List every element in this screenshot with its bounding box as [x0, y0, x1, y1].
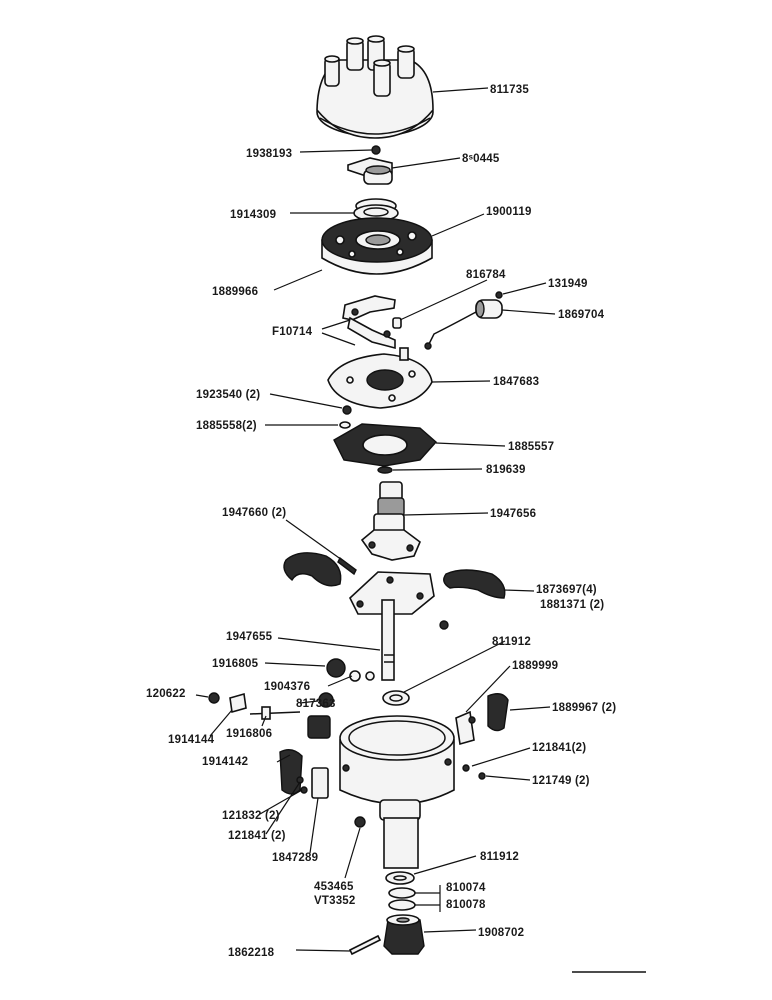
label-1869704: 1869704 — [558, 309, 605, 321]
label-1938193: 1938193 — [246, 148, 292, 160]
label-1947660: 1947660 (2) — [222, 507, 286, 519]
label-811735: 811735 — [490, 84, 529, 96]
washer-811912-upper — [382, 690, 410, 706]
label-VT3352: VT3352 — [314, 895, 355, 907]
screw-816784 — [392, 317, 402, 329]
label-121832: 121832 (2) — [222, 810, 280, 822]
label-811912-upper: 811912 — [492, 636, 531, 648]
label-816784: 816784 — [466, 269, 506, 281]
label-1847683: 1847683 — [493, 376, 539, 388]
leader-lines — [195, 87, 556, 952]
label-1873697: 1873697(4) — [536, 584, 597, 596]
label-810074: 810074 — [446, 882, 486, 894]
screw-1923540 — [342, 405, 352, 415]
vacuum-control-parts — [208, 658, 375, 739]
breaker-plate — [327, 347, 433, 409]
bracket-plate-1885557 — [333, 423, 437, 467]
weight-spring-parts-right — [455, 693, 509, 780]
pins-1947660 — [337, 556, 357, 576]
label-1847289: 1847289 — [272, 852, 318, 864]
advance-weight-right — [443, 569, 506, 599]
label-121841-left: 121841 (2) — [228, 830, 286, 842]
label-1947655: 1947655 — [226, 631, 273, 643]
small-screw-1938193 — [371, 145, 381, 155]
lower-left-parts — [279, 749, 329, 799]
label-F10714: F10714 — [272, 326, 313, 338]
label-131949: 131949 — [548, 278, 588, 290]
label-121749: 121749 (2) — [532, 775, 590, 787]
roll-pin-1862218 — [348, 934, 382, 956]
washer-811912-lower — [385, 871, 415, 885]
nut-453465 — [354, 816, 366, 828]
label-1914142: 1914142 — [202, 756, 248, 768]
label-1904376: 1904376 — [264, 681, 310, 693]
condenser — [424, 291, 503, 350]
washer-1885558 — [339, 421, 351, 429]
label-121841-right: 121841(2) — [532, 742, 586, 754]
rotor — [347, 157, 393, 185]
label-819639: 819639 — [486, 464, 526, 476]
label-810078: 810078 — [446, 899, 486, 911]
washers-810074-810078 — [388, 887, 416, 911]
label-1889967: 1889967 (2) — [552, 702, 616, 714]
distributor-cap — [316, 35, 434, 139]
label-1914144: 1914144 — [168, 734, 215, 746]
drive-gear — [383, 914, 425, 955]
label-1900119: 1900119 — [486, 206, 532, 218]
label-1916806: 1916806 — [226, 728, 272, 740]
label-1914309: 1914309 — [230, 209, 276, 221]
breaker-points — [342, 295, 396, 350]
label-1885557: 1885557 — [508, 441, 554, 453]
advance-weight-left — [283, 552, 342, 587]
breaker-housing-cover — [321, 217, 433, 275]
label-1881371: 1881371 (2) — [540, 599, 604, 611]
label-1908702: 1908702 — [478, 927, 524, 939]
label-1889966: 1889966 — [212, 286, 258, 298]
main-shaft — [349, 571, 449, 681]
cam-assembly — [360, 481, 421, 561]
label-817363: 817363 — [296, 698, 336, 710]
distributor-housing — [339, 715, 455, 869]
label-120622: 120622 — [146, 688, 186, 700]
label-811912-lower: 811912 — [480, 851, 519, 863]
washer-819639 — [377, 466, 393, 474]
label-1885558: 1885558(2) — [196, 420, 257, 432]
label-1862218: 1862218 — [228, 947, 275, 959]
label-1889999: 1889999 — [512, 660, 558, 672]
label-453465: 453465 — [314, 881, 354, 893]
label-1947656: 1947656 — [490, 508, 536, 520]
label-810445: 8ˢ0445 — [462, 153, 500, 165]
part-number-labels: 811735 1938193 8ˢ0445 1914309 1900119 18… — [146, 84, 616, 959]
label-1923540: 1923540 (2) — [196, 389, 260, 401]
label-1916805: 1916805 — [212, 658, 259, 670]
